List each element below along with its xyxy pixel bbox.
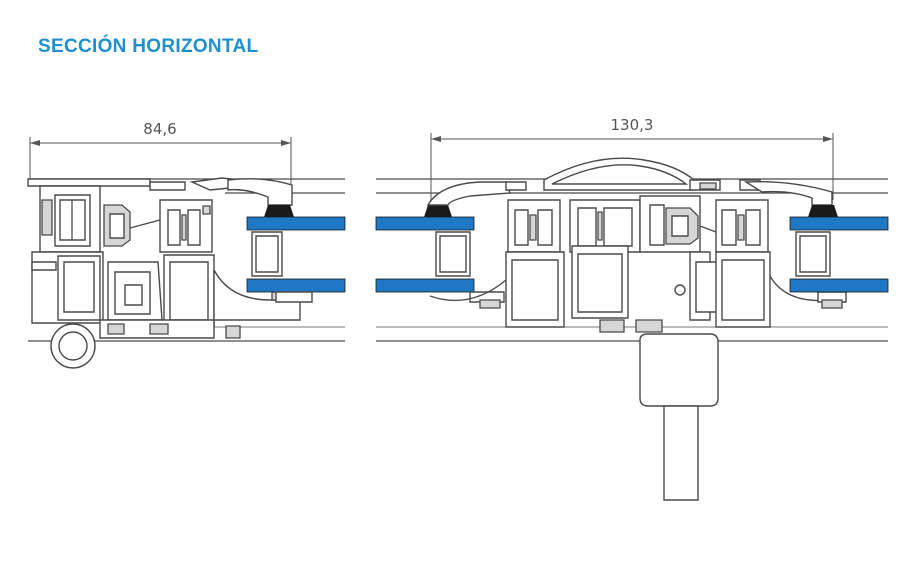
- left-frame-section: [27, 177, 346, 369]
- glass-pane-center-right-bottom: [789, 278, 889, 293]
- handle-lever: [663, 405, 699, 501]
- dimension-label-center: 130,3: [611, 116, 654, 134]
- glass-pane-center-left-top: [375, 216, 475, 231]
- gasket-center-left: [424, 205, 452, 217]
- glass-pane-left-top: [246, 216, 346, 231]
- dimension-center: 130,3: [430, 116, 834, 200]
- glass-pane-center-left-bottom: [375, 278, 475, 293]
- glass-pane-center-right-top: [789, 216, 889, 231]
- gasket-center-right: [808, 205, 838, 217]
- gasket-left: [264, 205, 294, 217]
- center-section: [375, 157, 889, 501]
- glass-pane-left-bottom: [246, 278, 346, 293]
- page-title: SECCIÓN HORIZONTAL: [38, 36, 259, 57]
- dimension-label-left: 84,6: [143, 120, 176, 138]
- handle-body: [639, 333, 719, 407]
